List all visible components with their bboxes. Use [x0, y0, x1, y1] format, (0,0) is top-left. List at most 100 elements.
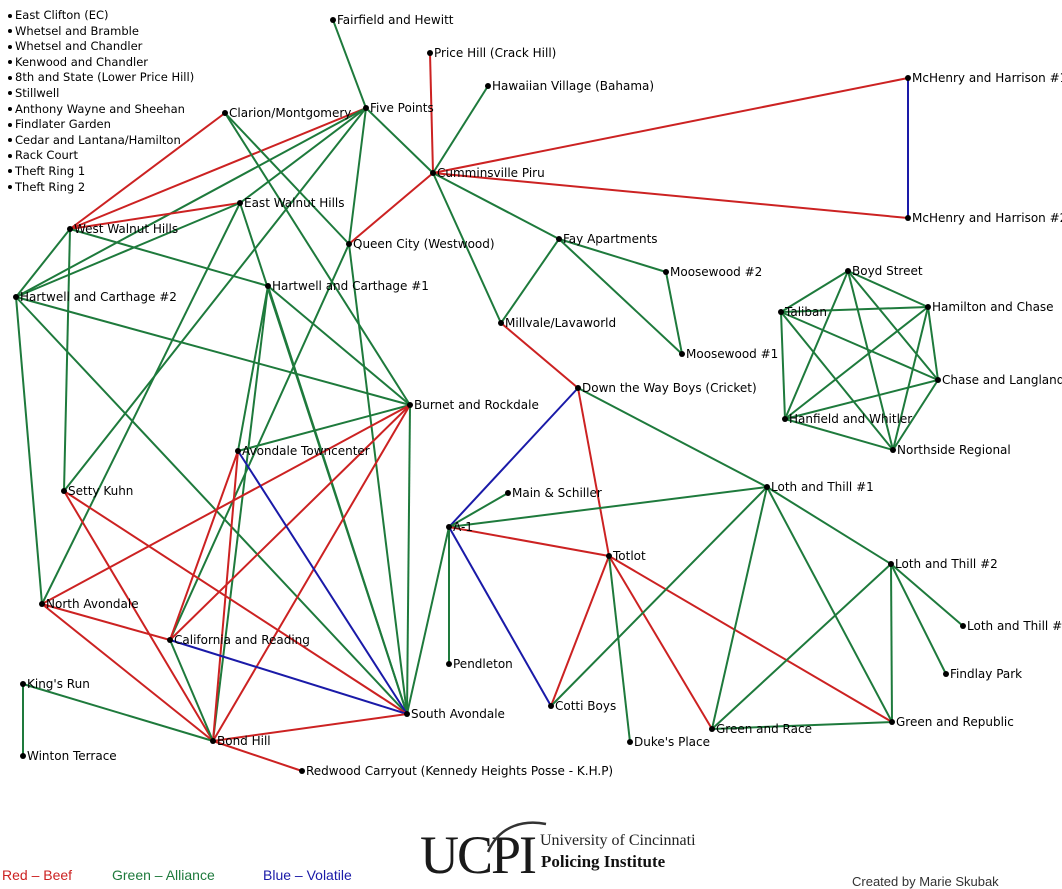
node-dot-icon: [943, 671, 949, 677]
isolate-item: Findlater Garden: [8, 117, 194, 133]
node-label: Hamilton and Chase: [932, 300, 1054, 314]
node-eastwalnut: East Walnut Hills: [237, 196, 345, 210]
edge-blue-avondaletown-southavondale: [237, 450, 408, 715]
node-mchenry1: McHenry and Harrison #1: [905, 71, 1062, 85]
node-label: Boyd Street: [852, 264, 923, 278]
edge-red-bondhill-southavondale: [212, 713, 408, 742]
node-dot-icon: [548, 703, 554, 709]
edge-green-hartwell2-northavondale: [15, 296, 43, 605]
edge-green-mainschiller-a1: [448, 492, 509, 528]
edge-green-fivepoints-setty: [63, 107, 367, 492]
edge-red-bondhill-redwood: [212, 740, 303, 772]
node-westwalnut: West Walnut Hills: [67, 222, 178, 236]
node-dot-icon: [39, 601, 45, 607]
node-label: Queen City (Westwood): [353, 237, 495, 251]
node-label: Setty Kuhn: [68, 484, 133, 498]
node-dot-icon: [764, 484, 770, 490]
isolate-item: 8th and State (Lower Price Hill): [8, 70, 194, 86]
edge-green-chaselangland-northside: [892, 379, 939, 451]
node-taliban: Taliban: [778, 305, 827, 319]
node-bondhill: Bond Hill: [210, 734, 271, 748]
edge-green-hartwell1-burnet: [267, 285, 411, 406]
edge-green-fivepoints-cumminsville: [365, 107, 434, 174]
edge-green-totlot-dukes: [608, 555, 631, 743]
logo-swoosh-icon: [486, 821, 547, 853]
node-mainschiller: Main & Schiller: [505, 486, 602, 500]
node-dot-icon: [575, 385, 581, 391]
edge-green-california-bondhill: [169, 639, 214, 742]
node-loth3: Loth and Thill #3: [960, 619, 1062, 633]
isolate-item: Theft Ring 2: [8, 180, 194, 196]
node-setty: Setty Kuhn: [61, 484, 133, 498]
isolate-label: Cedar and Lantana/Hamilton: [15, 132, 181, 147]
node-label: Hartwell and Carthage #1: [272, 279, 429, 293]
edge-green-taliban-hamiltonchase: [780, 306, 929, 313]
edge-red-totlot-greenrepublic: [608, 555, 893, 723]
node-label: Cotti Boys: [555, 699, 616, 713]
node-dot-icon: [265, 283, 271, 289]
node-label: South Avondale: [411, 707, 505, 721]
edge-green-burnet-avondaletown: [237, 404, 411, 452]
edge-green-a1-loth1: [448, 486, 768, 528]
node-chaselangland: Chase and Langland: [935, 373, 1062, 387]
node-dot-icon: [782, 416, 788, 422]
isolate-item: Anthony Wayne and Sheehan: [8, 102, 194, 118]
edge-green-westwalnut-setty: [63, 228, 71, 492]
isolate-label: Theft Ring 2: [15, 179, 86, 194]
node-dot-icon: [925, 304, 931, 310]
node-label: Clarion/Montgomery: [229, 106, 351, 120]
edge-green-clarion-queencity: [224, 112, 350, 245]
node-dot-icon: [679, 351, 685, 357]
node-mchenry2: McHenry and Harrison #2: [905, 211, 1062, 225]
isolate-label: Findlater Garden: [15, 117, 111, 132]
node-winton: Winton Terrace: [20, 749, 117, 763]
node-dot-icon: [8, 122, 12, 127]
node-dot-icon: [13, 294, 19, 300]
node-moose1: Moosewood #1: [679, 347, 778, 361]
node-label: Green and Race: [716, 722, 812, 736]
node-dot-icon: [8, 60, 12, 65]
edge-red-cumminsville-mchenry2: [432, 172, 909, 219]
edge-green-moose2-moose1: [665, 271, 683, 355]
isolate-label: Anthony Wayne and Sheehan: [15, 101, 185, 116]
edge-red-northavondale-california: [41, 603, 171, 641]
node-label: Burnet and Rockdale: [414, 398, 539, 412]
edge-green-queencity-southavondale: [348, 243, 408, 715]
logo-university: University of Cincinnati: [540, 832, 696, 849]
edge-green-westwalnut-hartwell2: [15, 228, 71, 298]
edge-green-chaselangland-hanfield: [784, 379, 939, 420]
node-label: Hanfield and Whitler: [789, 412, 912, 426]
isolate-label: Rack Court: [15, 148, 79, 163]
edge-green-boyd-chaselangland: [847, 270, 939, 381]
node-loth2: Loth and Thill #2: [888, 557, 998, 571]
node-burnet: Burnet and Rockdale: [407, 398, 539, 412]
edge-green-loth1-greenrace: [711, 486, 768, 730]
edge-green-a1-southavondale: [406, 526, 450, 715]
edge-red-totlot-cotti: [550, 555, 610, 707]
isolate-item: Stillwell: [8, 86, 194, 102]
node-dot-icon: [845, 268, 851, 274]
node-label: Duke's Place: [634, 735, 710, 749]
node-dot-icon: [222, 110, 228, 116]
node-label: Loth and Thill #1: [771, 480, 874, 494]
edge-red-millvale-downtheway: [500, 322, 579, 389]
node-label: Price Hill (Crack Hill): [434, 46, 556, 60]
node-redwood: Redwood Carryout (Kennedy Heights Posse …: [299, 764, 613, 778]
node-label: Avondale Towncenter: [242, 444, 370, 458]
edge-blue-downtheway-a1: [448, 387, 579, 528]
node-dot-icon: [346, 241, 352, 247]
edge-red-burnet-bondhill: [212, 404, 411, 742]
node-hartwell2: Hartwell and Carthage #2: [13, 290, 177, 304]
edge-red-clarion-westwalnut: [69, 112, 226, 230]
node-label: Taliban: [784, 305, 827, 319]
node-dot-icon: [890, 447, 896, 453]
edge-green-hartwell2-southavondale: [15, 296, 408, 715]
edge-green-hartwell2-burnet: [15, 296, 411, 406]
node-dot-icon: [8, 185, 12, 190]
node-dot-icon: [8, 138, 12, 143]
node-label: Loth and Thill #3: [967, 619, 1062, 633]
node-hartwell1: Hartwell and Carthage #1: [265, 279, 429, 293]
edge-green-hamiltonchase-chaselangland: [927, 306, 939, 381]
